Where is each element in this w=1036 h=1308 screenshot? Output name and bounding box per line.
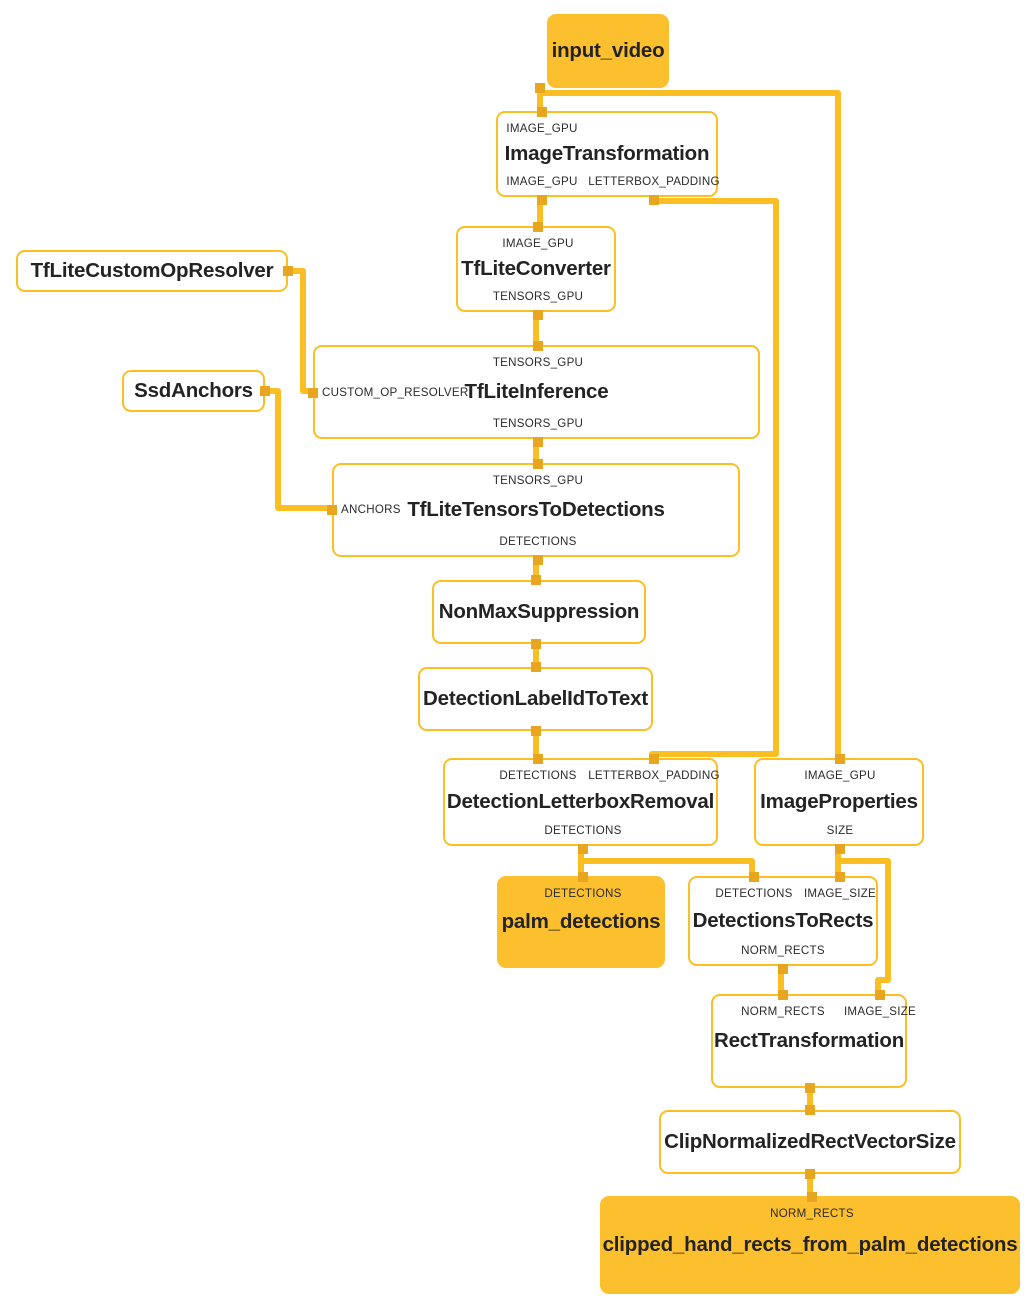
- port-marker-nms-out[interactable]: [531, 639, 541, 649]
- node-title: DetectionsToRects: [692, 909, 874, 932]
- output-port-marker-detections[interactable]: [533, 555, 543, 565]
- node-clipped_hand_rects_from_palm_detections[interactable]: clipped_hand_rects_from_palm_detections N…: [600, 1192, 1020, 1294]
- input-port-marker-image_gpu[interactable]: [835, 754, 845, 764]
- node-tflite_converter[interactable]: TfLiteConverter IMAGE_GPU TENSORS_GPU: [456, 222, 616, 320]
- input-port-label-image_gpu: IMAGE_GPU: [804, 769, 876, 782]
- input-port-label-image_gpu: IMAGE_GPU: [502, 237, 574, 250]
- node-input_video[interactable]: input_video: [547, 14, 669, 88]
- output-port-label-detections: DETECTIONS: [544, 824, 622, 837]
- node-detections_to_rects[interactable]: DetectionsToRects DETECTIONS IMAGE_SIZE NOR…: [688, 872, 878, 974]
- input-port-label-image_size: IMAGE_SIZE: [803, 887, 877, 900]
- output-port-label-detections: DETECTIONS: [499, 535, 577, 548]
- edge-detection_letterbox_removal-detections_to_rects: [581, 858, 755, 876]
- node-image_properties[interactable]: ImageProperties IMAGE_GPU SIZE: [754, 754, 924, 854]
- input-port-label-letterbox_padding: LETTERBOX_PADDING: [588, 769, 720, 782]
- input-port-marker-detections[interactable]: [749, 872, 759, 882]
- node-title: clipped_hand_rects_from_palm_detections: [602, 1233, 1018, 1256]
- node-title: input_video: [551, 39, 665, 62]
- output-port-label-tensors_gpu: TENSORS_GPU: [492, 290, 584, 303]
- node-detection_label_id_to_text[interactable]: DetectionLabelIdToText: [418, 667, 653, 731]
- node-ssd_anchors[interactable]: SsdAnchors: [122, 370, 265, 412]
- port-marker-ssd_anchors-out[interactable]: [260, 386, 270, 396]
- node-clip_normalized_rect_vector_size[interactable]: ClipNormalizedRectVectorSize: [659, 1110, 961, 1174]
- port-marker-clip-in[interactable]: [805, 1105, 815, 1115]
- node-title: palm_detections: [501, 910, 661, 933]
- output-port-marker-norm_rects[interactable]: [778, 964, 788, 974]
- output-port-marker-image_gpu[interactable]: [537, 195, 547, 205]
- input-port-marker-letterbox_padding[interactable]: [649, 754, 659, 764]
- output-port-label-tensors_gpu: TENSORS_GPU: [492, 417, 584, 430]
- node-title: TfLiteInference: [464, 380, 609, 403]
- edge-tflite_custom_op_resolver-tflite_inference: [288, 268, 313, 394]
- port-marker-label_id-out[interactable]: [531, 726, 541, 736]
- input-port-label-anchors: ANCHORS: [341, 503, 401, 516]
- input-port-label-image_gpu: IMAGE_GPU: [506, 122, 578, 135]
- node-title: NonMaxSuppression: [438, 600, 640, 623]
- input-port-label-image_size: IMAGE_SIZE: [843, 1005, 917, 1018]
- edge-input_video-image_properties: [540, 90, 841, 758]
- node-title: SsdAnchors: [134, 379, 253, 402]
- node-tflite_tensors_to_detections[interactable]: TfLiteTensorsToDetections TENSORS_GPU ANCH…: [327, 459, 740, 565]
- input-port-marker-tensors_gpu[interactable]: [533, 341, 543, 351]
- node-non_max_suppression[interactable]: NonMaxSuppression: [432, 580, 646, 644]
- node-title: ImageTransformation: [504, 142, 710, 165]
- output-port-label-size: SIZE: [826, 824, 854, 837]
- output-port-label-image_gpu: IMAGE_GPU: [506, 175, 578, 188]
- input-port-label-norm_rects: NORM_RECTS: [741, 1005, 825, 1018]
- input-port-label-custom_op_resolver: CUSTOM_OP_RESOLVER: [322, 386, 469, 399]
- node-title: DetectionLetterboxRemoval: [446, 790, 715, 813]
- input-port-marker-norm_rects[interactable]: [807, 1192, 817, 1202]
- node-rect_transformation[interactable]: RectTransformation NORM_RECTS IMAGE_SIZE: [711, 990, 916, 1088]
- input-port-marker-tensors_gpu[interactable]: [533, 459, 543, 469]
- input-port-label-detections: DETECTIONS: [544, 887, 622, 900]
- output-port-marker-detections[interactable]: [578, 844, 588, 854]
- node-title: TfLiteConverter: [461, 257, 611, 280]
- input-port-label-norm_rects: NORM_RECTS: [770, 1207, 854, 1220]
- node-title: RectTransformation: [713, 1029, 905, 1052]
- output-port-marker-size[interactable]: [835, 844, 845, 854]
- port-marker-input_video-out[interactable]: [535, 83, 545, 93]
- node-title: DetectionLabelIdToText: [423, 687, 648, 710]
- input-port-marker-image_gpu[interactable]: [533, 222, 543, 232]
- node-title: TfLiteTensorsToDetections: [407, 498, 665, 521]
- node-tflite_custom_op_resolver[interactable]: TfLiteCustomOpResolver: [16, 250, 288, 292]
- input-port-marker-norm_rects[interactable]: [778, 990, 788, 1000]
- node-palm_detections[interactable]: palm_detections DETECTIONS: [497, 872, 665, 968]
- output-port-marker-tensors_gpu[interactable]: [533, 437, 543, 447]
- output-port-label-norm_rects: NORM_RECTS: [741, 944, 825, 957]
- input-port-marker-image_size[interactable]: [835, 872, 845, 882]
- input-port-marker-detections[interactable]: [578, 872, 588, 882]
- node-title: ImageProperties: [760, 790, 918, 813]
- node-title: ClipNormalizedRectVectorSize: [664, 1130, 956, 1153]
- input-port-marker-detections[interactable]: [533, 754, 543, 764]
- edge-ssd_anchors-tflite_tensors_to_detections: [265, 388, 332, 511]
- input-port-label-tensors_gpu: TENSORS_GPU: [492, 356, 584, 369]
- input-port-marker-custom_op_resolver[interactable]: [308, 388, 318, 398]
- port-marker-nms-in[interactable]: [531, 575, 541, 585]
- port-marker-tflite_custom_op-out[interactable]: [283, 266, 293, 276]
- port-marker-clip-out[interactable]: [805, 1169, 815, 1179]
- input-port-label-tensors_gpu: TENSORS_GPU: [492, 474, 584, 487]
- output-port-marker-tensors_gpu[interactable]: [533, 310, 543, 320]
- edge-image_properties-rect_transformation: [838, 858, 891, 994]
- port-marker-label_id-in[interactable]: [531, 662, 541, 672]
- input-port-marker-anchors[interactable]: [327, 505, 337, 515]
- input-port-marker-image_size[interactable]: [875, 990, 885, 1000]
- output-port-marker-letterbox_padding[interactable]: [649, 195, 659, 205]
- node-title: TfLiteCustomOpResolver: [30, 259, 274, 282]
- port-marker-recttransform-out[interactable]: [805, 1083, 815, 1093]
- input-port-label-detections: DETECTIONS: [499, 769, 577, 782]
- output-port-label-letterbox_padding: LETTERBOX_PADDING: [588, 175, 720, 188]
- input-port-label-detections: DETECTIONS: [715, 887, 793, 900]
- input-port-marker-image_gpu[interactable]: [537, 107, 547, 117]
